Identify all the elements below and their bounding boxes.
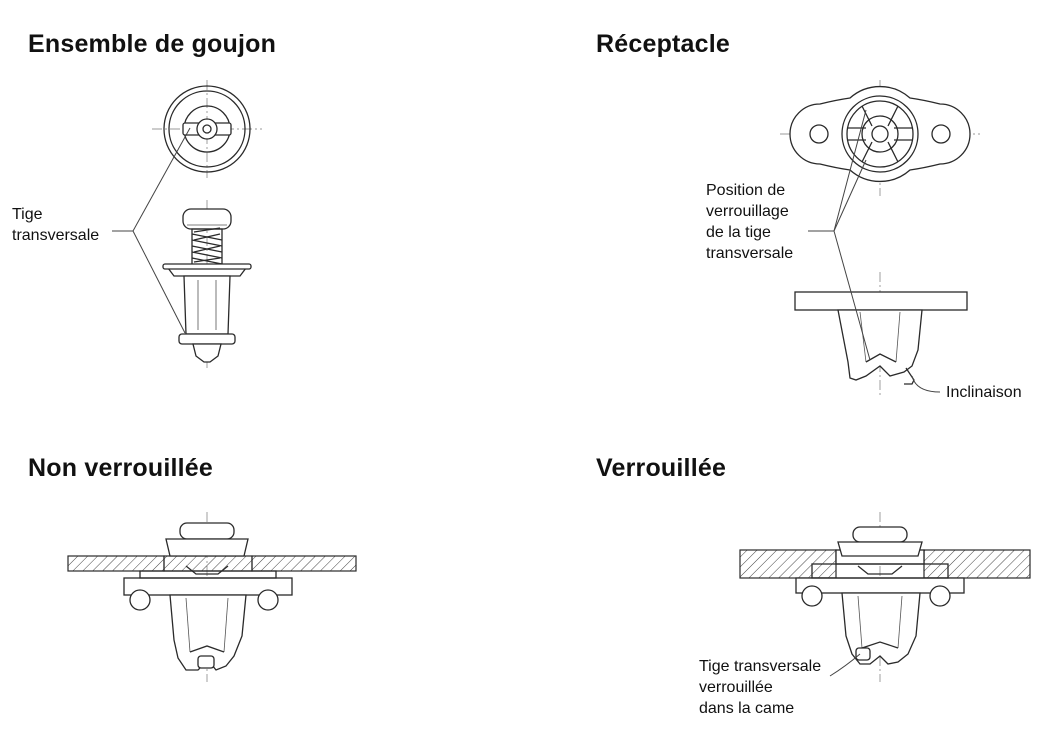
stud-side-view: [162, 200, 252, 368]
unlocked-drawing: [67, 512, 357, 682]
locked-cross-pin-label: Tige transversale verrouillée dans la ca…: [699, 658, 822, 717]
receptacle-drawing: [780, 80, 980, 398]
locked-drawing: [739, 512, 1031, 682]
stud-top-view: [152, 80, 262, 178]
locked-title: Verrouillée: [596, 454, 727, 482]
tilt-label: Inclinaison: [946, 384, 1022, 401]
receptacle-top-view: [780, 80, 980, 196]
cross-pin-lock-position-label: Position de verrouillage de la tige tran…: [706, 182, 794, 262]
receptacle-side-view: [794, 272, 968, 398]
stud-assembly-drawing: [112, 80, 262, 368]
unlocked-title: Non verrouillée: [28, 454, 213, 482]
receptacle-title: Réceptacle: [596, 30, 731, 58]
cross-pin-label: Tige transversale: [12, 206, 100, 244]
stud-assembly-title: Ensemble de goujon: [28, 30, 277, 58]
